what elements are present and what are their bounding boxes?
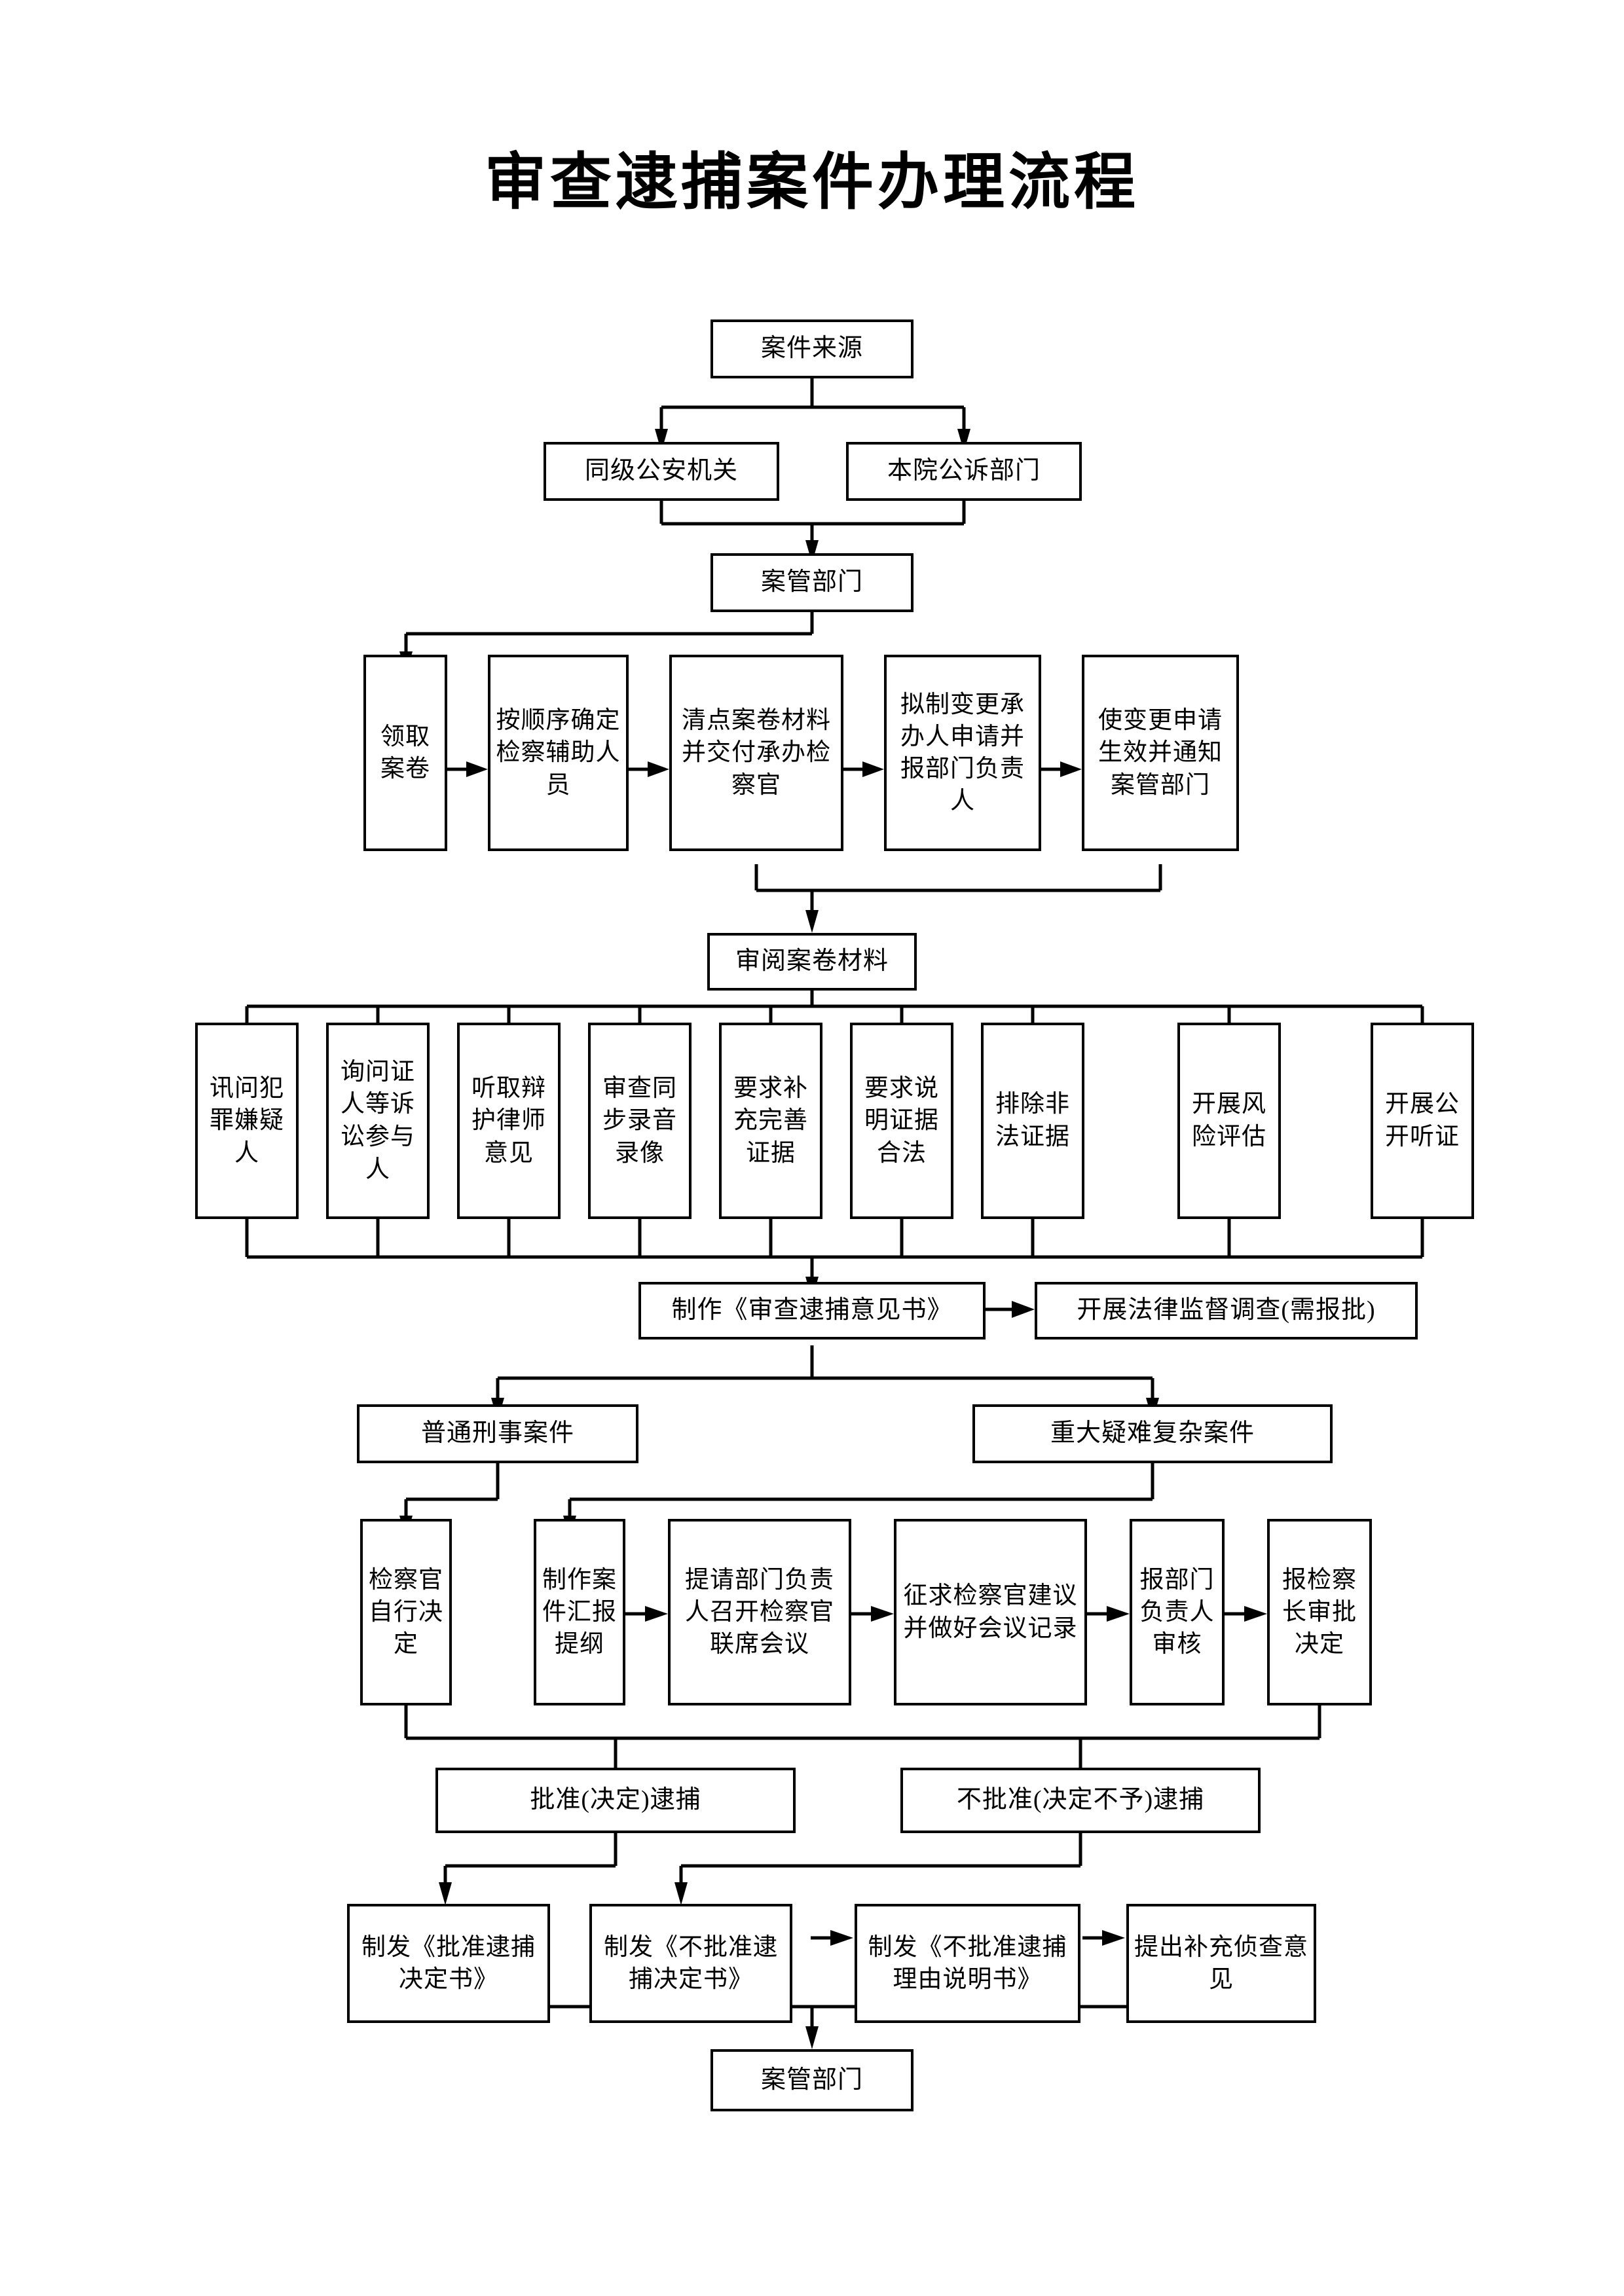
node-label: 同级公安机关 — [584, 457, 738, 485]
node-interrogate-suspect[interactable]: 讯问犯罪嫌疑人 — [195, 1023, 299, 1219]
node-department-head-review[interactable]: 报部门负责人审核 — [1130, 1519, 1225, 1705]
node-label: 案管部门 — [760, 568, 863, 596]
node-label: 听取辩护律师意见 — [471, 1074, 546, 1167]
node-label: 开展法律监督调查(需报批) — [1077, 1296, 1376, 1324]
node-label: 提请部门负责人召开检察官联席会议 — [685, 1566, 834, 1658]
node-issue-disapproval-reasons[interactable]: 制发《不批准逮捕理由说明书》 — [855, 1904, 1080, 2023]
node-require-supplement-evidence[interactable]: 要求补充完善证据 — [719, 1023, 822, 1219]
node-case-management-dept-bottom[interactable]: 案管部门 — [710, 2049, 913, 2111]
node-case-management-dept-top[interactable]: 案管部门 — [710, 553, 913, 612]
node-label: 报部门负责人审核 — [1139, 1566, 1215, 1658]
node-hear-defense-lawyer[interactable]: 听取辩护律师意见 — [457, 1023, 561, 1219]
node-label: 开展公开听证 — [1385, 1091, 1460, 1150]
node-ordinary-criminal-case[interactable]: 普通刑事案件 — [357, 1404, 638, 1463]
node-label: 制发《不批准逮捕决定书》 — [604, 1933, 778, 1993]
node-assign-assistants[interactable]: 按顺序确定检察辅助人员 — [488, 655, 629, 851]
node-label: 制作《审查逮捕意见书》 — [671, 1296, 953, 1324]
node-risk-assessment[interactable]: 开展风险评估 — [1177, 1023, 1281, 1219]
node-approve-arrest[interactable]: 批准(决定)逮捕 — [435, 1768, 796, 1833]
node-exclude-illegal-evidence[interactable]: 排除非法证据 — [981, 1023, 1084, 1219]
node-label: 制发《不批准逮捕理由说明书》 — [868, 1933, 1067, 1993]
node-require-evidence-legality[interactable]: 要求说明证据合法 — [850, 1023, 953, 1219]
node-label: 询问证人等诉讼参与人 — [341, 1058, 415, 1183]
node-draft-handler-change-request[interactable]: 拟制变更承办人申请并报部门负责人 — [884, 655, 1041, 851]
node-label: 开展风险评估 — [1192, 1091, 1266, 1150]
node-label: 要求说明证据合法 — [864, 1074, 939, 1167]
node-effect-change-notify[interactable]: 使变更申请生效并通知案管部门 — [1082, 655, 1239, 851]
node-public-hearing[interactable]: 开展公开听证 — [1371, 1023, 1474, 1219]
node-legal-supervision-investigation[interactable]: 开展法律监督调查(需报批) — [1035, 1282, 1418, 1339]
node-review-case-materials[interactable]: 审阅案卷材料 — [707, 933, 917, 991]
node-question-witnesses[interactable]: 询问证人等诉讼参与人 — [326, 1023, 430, 1219]
node-label: 征求检察官建议并做好会议记录 — [903, 1582, 1078, 1642]
node-label: 案件来源 — [760, 335, 863, 363]
node-label: 报检察长审批决定 — [1282, 1566, 1357, 1658]
node-label: 清点案卷材料并交付承办检察官 — [682, 707, 831, 799]
node-label: 讯问犯罪嫌疑人 — [210, 1074, 284, 1167]
node-label: 排除非法证据 — [995, 1091, 1070, 1150]
node-prosecution-department[interactable]: 本院公诉部门 — [846, 442, 1082, 501]
node-review-av-recording[interactable]: 审查同步录音录像 — [588, 1023, 692, 1219]
node-public-security-organ[interactable]: 同级公安机关 — [544, 442, 779, 501]
node-label: 审阅案卷材料 — [735, 947, 889, 975]
node-label: 提出补充侦查意见 — [1134, 1933, 1308, 1993]
node-prosecutor-decides[interactable]: 检察官自行决定 — [360, 1519, 452, 1705]
node-label: 检察官自行决定 — [369, 1566, 443, 1658]
node-convene-joint-meeting[interactable]: 提请部门负责人召开检察官联席会议 — [668, 1519, 851, 1705]
node-label: 本院公诉部门 — [887, 457, 1041, 485]
node-label: 制发《批准逮捕决定书》 — [361, 1933, 536, 1993]
node-label: 不批准(决定不予)逮捕 — [956, 1786, 1205, 1814]
node-label: 重大疑难复杂案件 — [1050, 1419, 1255, 1448]
node-disapprove-arrest[interactable]: 不批准(决定不予)逮捕 — [900, 1768, 1261, 1833]
node-label: 普通刑事案件 — [420, 1419, 574, 1448]
node-label: 使变更申请生效并通知案管部门 — [1098, 707, 1223, 799]
node-issue-approval-decision[interactable]: 制发《批准逮捕决定书》 — [347, 1904, 550, 2023]
node-supplementary-investigation-opinion[interactable]: 提出补充侦查意见 — [1126, 1904, 1316, 2023]
node-issue-disapproval-decision[interactable]: 制发《不批准逮捕决定书》 — [589, 1904, 792, 2023]
node-label: 按顺序确定检察辅助人员 — [496, 707, 621, 799]
node-label: 批准(决定)逮捕 — [530, 1786, 701, 1814]
node-prepare-report-outline[interactable]: 制作案件汇报提纲 — [534, 1519, 625, 1705]
node-case-source[interactable]: 案件来源 — [710, 319, 913, 378]
page-title: 审查逮捕案件办理流程 — [484, 149, 1139, 217]
node-collect-case-file[interactable]: 领取案卷 — [363, 655, 447, 851]
node-chief-prosecutor-approval[interactable]: 报检察长审批决定 — [1267, 1519, 1372, 1705]
node-major-complex-case[interactable]: 重大疑难复杂案件 — [972, 1404, 1333, 1463]
node-label: 拟制变更承办人申请并报部门负责人 — [900, 691, 1025, 815]
node-label: 领取案卷 — [380, 723, 430, 782]
node-check-and-deliver-file[interactable]: 清点案卷材料并交付承办检察官 — [669, 655, 843, 851]
node-collect-opinions-record[interactable]: 征求检察官建议并做好会议记录 — [894, 1519, 1087, 1705]
node-label: 制作案件汇报提纲 — [542, 1566, 617, 1658]
node-draft-arrest-opinion[interactable]: 制作《审查逮捕意见书》 — [638, 1282, 986, 1339]
node-label: 要求补充完善证据 — [733, 1074, 808, 1167]
node-label: 案管部门 — [760, 2066, 863, 2094]
node-label: 审查同步录音录像 — [602, 1074, 677, 1167]
